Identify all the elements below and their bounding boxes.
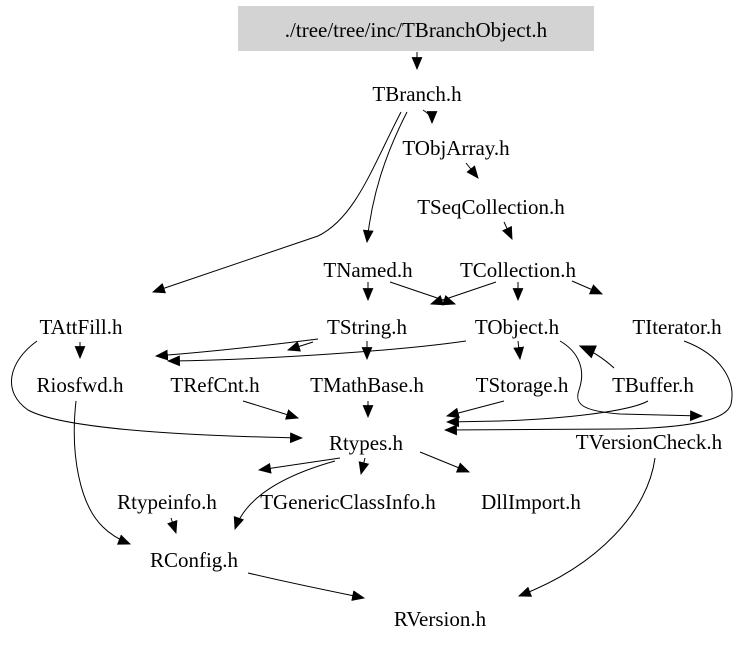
- edge-layer: [11, 52, 733, 601]
- node-riosfwd-h[interactable]: Riosfwd.h: [37, 373, 124, 397]
- node-rtypeinfo-h[interactable]: Rtypeinfo.h: [117, 490, 217, 514]
- edge-rtypeinfo-rconfig: [167, 517, 178, 535]
- edge-rtypes-dllimport: [419, 451, 471, 473]
- edge-riosfwd-rconfig: [73, 400, 132, 545]
- node-rconfig-h[interactable]: RConfig.h: [150, 548, 239, 572]
- node-tversioncheck-h[interactable]: TVersionCheck.h: [576, 430, 723, 454]
- edge-tbranch-tnamed: [362, 111, 408, 244]
- edge-tbuffer-rtypes: [445, 400, 649, 428]
- node-tbuffer-h[interactable]: TBuffer.h: [612, 373, 694, 397]
- edge-tbranch-tattfill: [151, 111, 402, 294]
- node-tattfill-h[interactable]: TAttFill.h: [40, 315, 123, 339]
- edge-tcollection-tstring: [429, 281, 497, 306]
- edge-tnamed-tobject: [389, 281, 457, 306]
- edge-rconfig-rversion: [247, 572, 366, 601]
- node-rtypes-h[interactable]: Rtypes.h: [329, 431, 404, 455]
- edge-tstring-riosfwd: [154, 338, 319, 361]
- node-tobject-h[interactable]: TObject.h: [475, 315, 560, 339]
- edge-titerator-rtypes: [443, 340, 733, 436]
- node-tstring-h[interactable]: TString.h: [327, 315, 407, 339]
- node-tmathbase-h[interactable]: TMathBase.h: [310, 373, 424, 397]
- edge-tcollection-titerator: [571, 280, 603, 295]
- node-rversion-h[interactable]: RVersion.h: [394, 607, 487, 631]
- node-tgenericclassinfo-h[interactable]: TGenericClassInfo.h: [260, 490, 436, 514]
- edge-tseqcollection-tcollection: [502, 221, 513, 240]
- edge-tobject-tstorage: [513, 340, 525, 361]
- edge-rtypes-rconfig: [233, 460, 336, 531]
- node-tnamed-h[interactable]: TNamed.h: [323, 258, 413, 282]
- edge-trefcnt-rtypes: [242, 400, 300, 420]
- node-tbranchobject-h[interactable]: ./tree/tree/inc/TBranchObject.h: [285, 18, 548, 42]
- edge-tobjarray-tseqcollection: [465, 162, 479, 179]
- node-tseqcollection-h[interactable]: TSeqCollection.h: [417, 195, 565, 219]
- edge-rtypes-rtypeinfo: [257, 457, 341, 474]
- node-dllimport-h[interactable]: DllImport.h: [481, 490, 581, 514]
- node-layer: ./tree/tree/inc/TBranchObject.h TBranch.…: [37, 6, 723, 631]
- node-tstorage-h[interactable]: TStorage.h: [476, 373, 569, 397]
- edge-tattfill-rtypes: [11, 340, 304, 444]
- node-titerator-h[interactable]: TIterator.h: [632, 315, 722, 339]
- edge-tbuffer-tobject: [578, 345, 615, 369]
- edge-tobject-riosfwd: [166, 340, 467, 367]
- edge-tstring-trefcnt: [286, 341, 314, 352]
- edge-tstorage-rtypes: [445, 400, 505, 419]
- edge-tobject-tversioncheck: [559, 340, 704, 422]
- node-tcollection-h[interactable]: TCollection.h: [460, 258, 577, 282]
- node-trefcnt-h[interactable]: TRefCnt.h: [170, 373, 260, 397]
- edge-rtypes-tgenericclassinfo: [358, 457, 370, 476]
- edge-tversioncheck-rversion: [517, 457, 656, 597]
- edge-tbranch-tobjarray: [422, 109, 438, 125]
- node-tobjarray-h[interactable]: TObjArray.h: [402, 136, 510, 160]
- node-tbranch-h[interactable]: TBranch.h: [372, 82, 462, 106]
- root-node-box: [238, 6, 594, 51]
